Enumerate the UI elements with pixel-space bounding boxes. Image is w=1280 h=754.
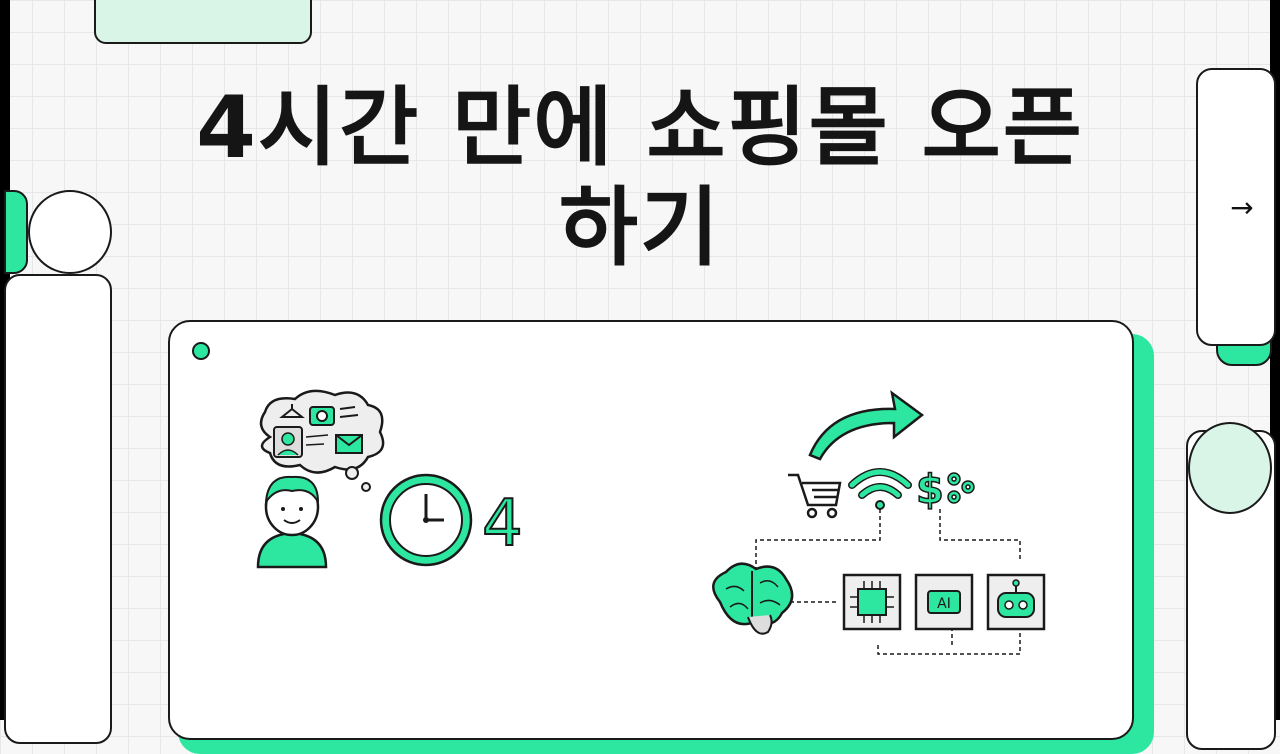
right-edge-bar — [1270, 0, 1280, 720]
chip-icon — [842, 573, 902, 631]
wifi-icon — [848, 468, 912, 510]
dollar-icon: $ — [916, 467, 944, 513]
left-illustration: 4 — [256, 389, 524, 569]
main-illustration-card: 4 $ — [168, 320, 1134, 740]
right-circle — [1188, 422, 1272, 514]
ai-chip-icon: AI — [914, 573, 974, 631]
right-illustration: $ — [712, 390, 1046, 655]
gear-icon — [947, 472, 975, 504]
person-icon — [256, 475, 328, 569]
clock-icon — [379, 473, 473, 567]
ai-chip-label: AI — [937, 596, 951, 612]
curved-arrow-icon — [808, 390, 925, 461]
left-side-card — [4, 274, 112, 744]
slide-title: 4시간 만에 쇼핑몰 오픈 하기 — [196, 78, 1084, 278]
top-tab-card — [94, 0, 312, 44]
thought-bubble-icon — [259, 389, 385, 492]
robot-icon — [986, 573, 1046, 631]
arrow-right-icon: → — [1230, 190, 1254, 224]
brain-icon — [712, 562, 794, 635]
left-circle — [28, 190, 112, 274]
cart-icon — [788, 473, 842, 519]
left-green-tab — [4, 190, 28, 274]
card-dot — [192, 342, 210, 360]
clock-digit: 4 — [482, 487, 523, 561]
next-slide-card[interactable]: → — [1196, 68, 1276, 346]
